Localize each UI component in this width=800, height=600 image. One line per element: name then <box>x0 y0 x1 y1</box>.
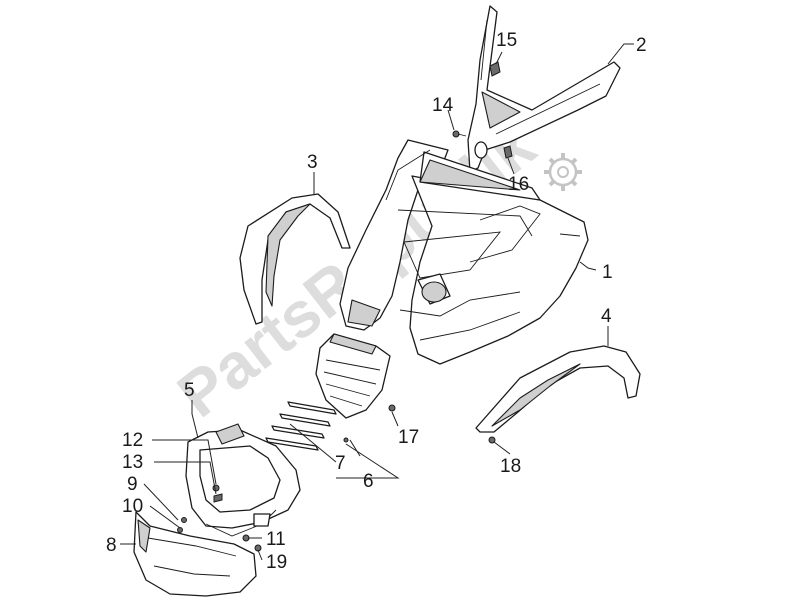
callout-8: 8 <box>106 535 117 556</box>
part-18-screw <box>488 436 496 444</box>
callout-9: 9 <box>127 474 138 495</box>
callout-18: 18 <box>500 456 521 477</box>
callout-17: 17 <box>398 427 419 448</box>
leader-lines <box>120 43 634 561</box>
part-8-lower-spoiler <box>133 511 257 597</box>
part-16-clip <box>503 145 513 159</box>
part-15-nut <box>489 61 501 77</box>
callout-16: 16 <box>508 174 529 195</box>
part-12-screw <box>212 484 220 492</box>
part-2-upper-shield <box>467 5 621 173</box>
part-3-left-side-panel <box>239 193 351 325</box>
part-7-trim-strips <box>265 401 337 451</box>
callout-19: 19 <box>266 552 287 573</box>
gear-watermark-icon <box>544 153 582 191</box>
callout-7: 7 <box>335 453 346 474</box>
callout-15: 15 <box>496 30 517 51</box>
callout-5: 5 <box>184 380 195 401</box>
part-9-screw <box>181 517 187 523</box>
callout-10: 10 <box>122 496 143 517</box>
callout-11: 11 <box>266 529 286 550</box>
callout-1: 1 <box>602 262 613 283</box>
part-17-screw <box>388 404 396 412</box>
callout-4: 4 <box>601 306 612 327</box>
callout-labels: 1 2 3 4 5 6 7 8 9 10 11 12 13 14 15 16 1… <box>106 30 647 573</box>
part-14-screw <box>452 130 467 138</box>
part-1-front-frame <box>339 139 589 365</box>
part-6-clip <box>343 437 349 443</box>
part-4-right-side-panel <box>475 345 641 433</box>
part-10-clip <box>177 527 183 533</box>
callout-12: 12 <box>122 430 143 451</box>
part-13-washer <box>213 493 223 503</box>
callout-14: 14 <box>432 95 454 116</box>
callout-3: 3 <box>307 152 318 173</box>
callout-2: 2 <box>636 35 647 56</box>
callout-13: 13 <box>122 452 143 473</box>
callout-6: 6 <box>363 471 374 492</box>
part-6-grille-assembly <box>315 333 391 419</box>
